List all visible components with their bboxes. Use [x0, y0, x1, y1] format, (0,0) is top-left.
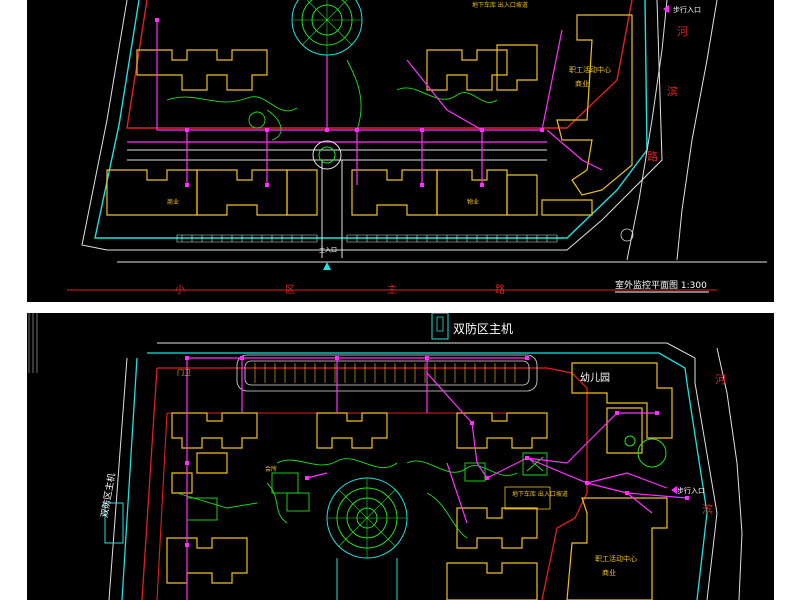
- hall-label: 商业: [575, 79, 589, 88]
- side-road-char: 河: [677, 25, 688, 38]
- landscape-paths-bottom: [176, 452, 548, 539]
- main-entrance-label: 主入口: [319, 246, 337, 254]
- club-label: 会所: [265, 465, 277, 473]
- parking-rows: [176, 234, 558, 243]
- monitor-network: [156, 20, 603, 185]
- parking-band: [236, 354, 538, 392]
- pedestrian-entrance-label: 步行入口: [673, 5, 701, 14]
- camera-nodes: [155, 18, 544, 187]
- road-char: 小: [175, 284, 185, 296]
- side-road-char: 滨: [702, 502, 713, 516]
- activity-center-building: [541, 14, 633, 216]
- hall-label-bottom: 商业: [602, 568, 616, 577]
- pedestrian-entrance-label-bottom: 步行入口: [677, 486, 705, 495]
- side-host-unit: 双防区主机: [98, 472, 124, 544]
- garage-label: 地下车库 出入口坡道: [472, 1, 528, 9]
- side-road-char: 路: [647, 150, 658, 163]
- host-label-side: 双防区主机: [98, 472, 118, 518]
- road-char: 区: [285, 284, 295, 296]
- road-char: 主: [387, 284, 397, 296]
- activity-center-label: 职工活动中心: [569, 65, 611, 74]
- monitor-network-bottom: [186, 357, 688, 600]
- site-plan-top: 小 区 主 路 河 滨 路 室外监控平面图 1:300 步行入口 职工活动中心 …: [27, 0, 774, 302]
- shop-left-label: 商业: [167, 198, 179, 206]
- site-plan-top-drawing: 小 区 主 路 河 滨 路 室外监控平面图 1:300 步行入口 职工活动中心 …: [67, 0, 767, 296]
- activity-center-building-bottom: [566, 497, 668, 600]
- landscape-paths: [166, 59, 498, 141]
- guard-room-label: 门卫: [177, 368, 191, 377]
- building-row-top-left: [136, 44, 538, 91]
- side-road-char: 河: [715, 373, 726, 386]
- residential-buildings: [166, 412, 548, 600]
- garage-label-bottom: 地下车库 出入口坡道: [512, 490, 568, 498]
- shop-right-label: 物业: [467, 198, 479, 206]
- kindergarten-building: [571, 362, 673, 454]
- camera-nodes-bottom: [185, 356, 689, 547]
- road-char: 路: [495, 283, 505, 296]
- building-row-lower: [106, 169, 538, 216]
- plan-title: 室外监控平面图 1:300: [615, 279, 707, 291]
- host-label: 双防区主机: [453, 321, 513, 336]
- kindergarten-label: 幼儿园: [580, 371, 610, 384]
- north-arrow-icon: [620, 228, 634, 242]
- site-plan-bottom-drawing: 双防区主机 幼儿园 职工活动中心 商业 地下车库 出入口坡道: [28, 313, 743, 600]
- activity-center-label-bottom: 职工活动中心: [595, 554, 637, 563]
- side-road-char: 滨: [667, 84, 678, 98]
- site-plan-bottom: 双防区主机 幼儿园 职工活动中心 商业 地下车库 出入口坡道: [27, 313, 774, 600]
- host-unit-box: [431, 313, 449, 340]
